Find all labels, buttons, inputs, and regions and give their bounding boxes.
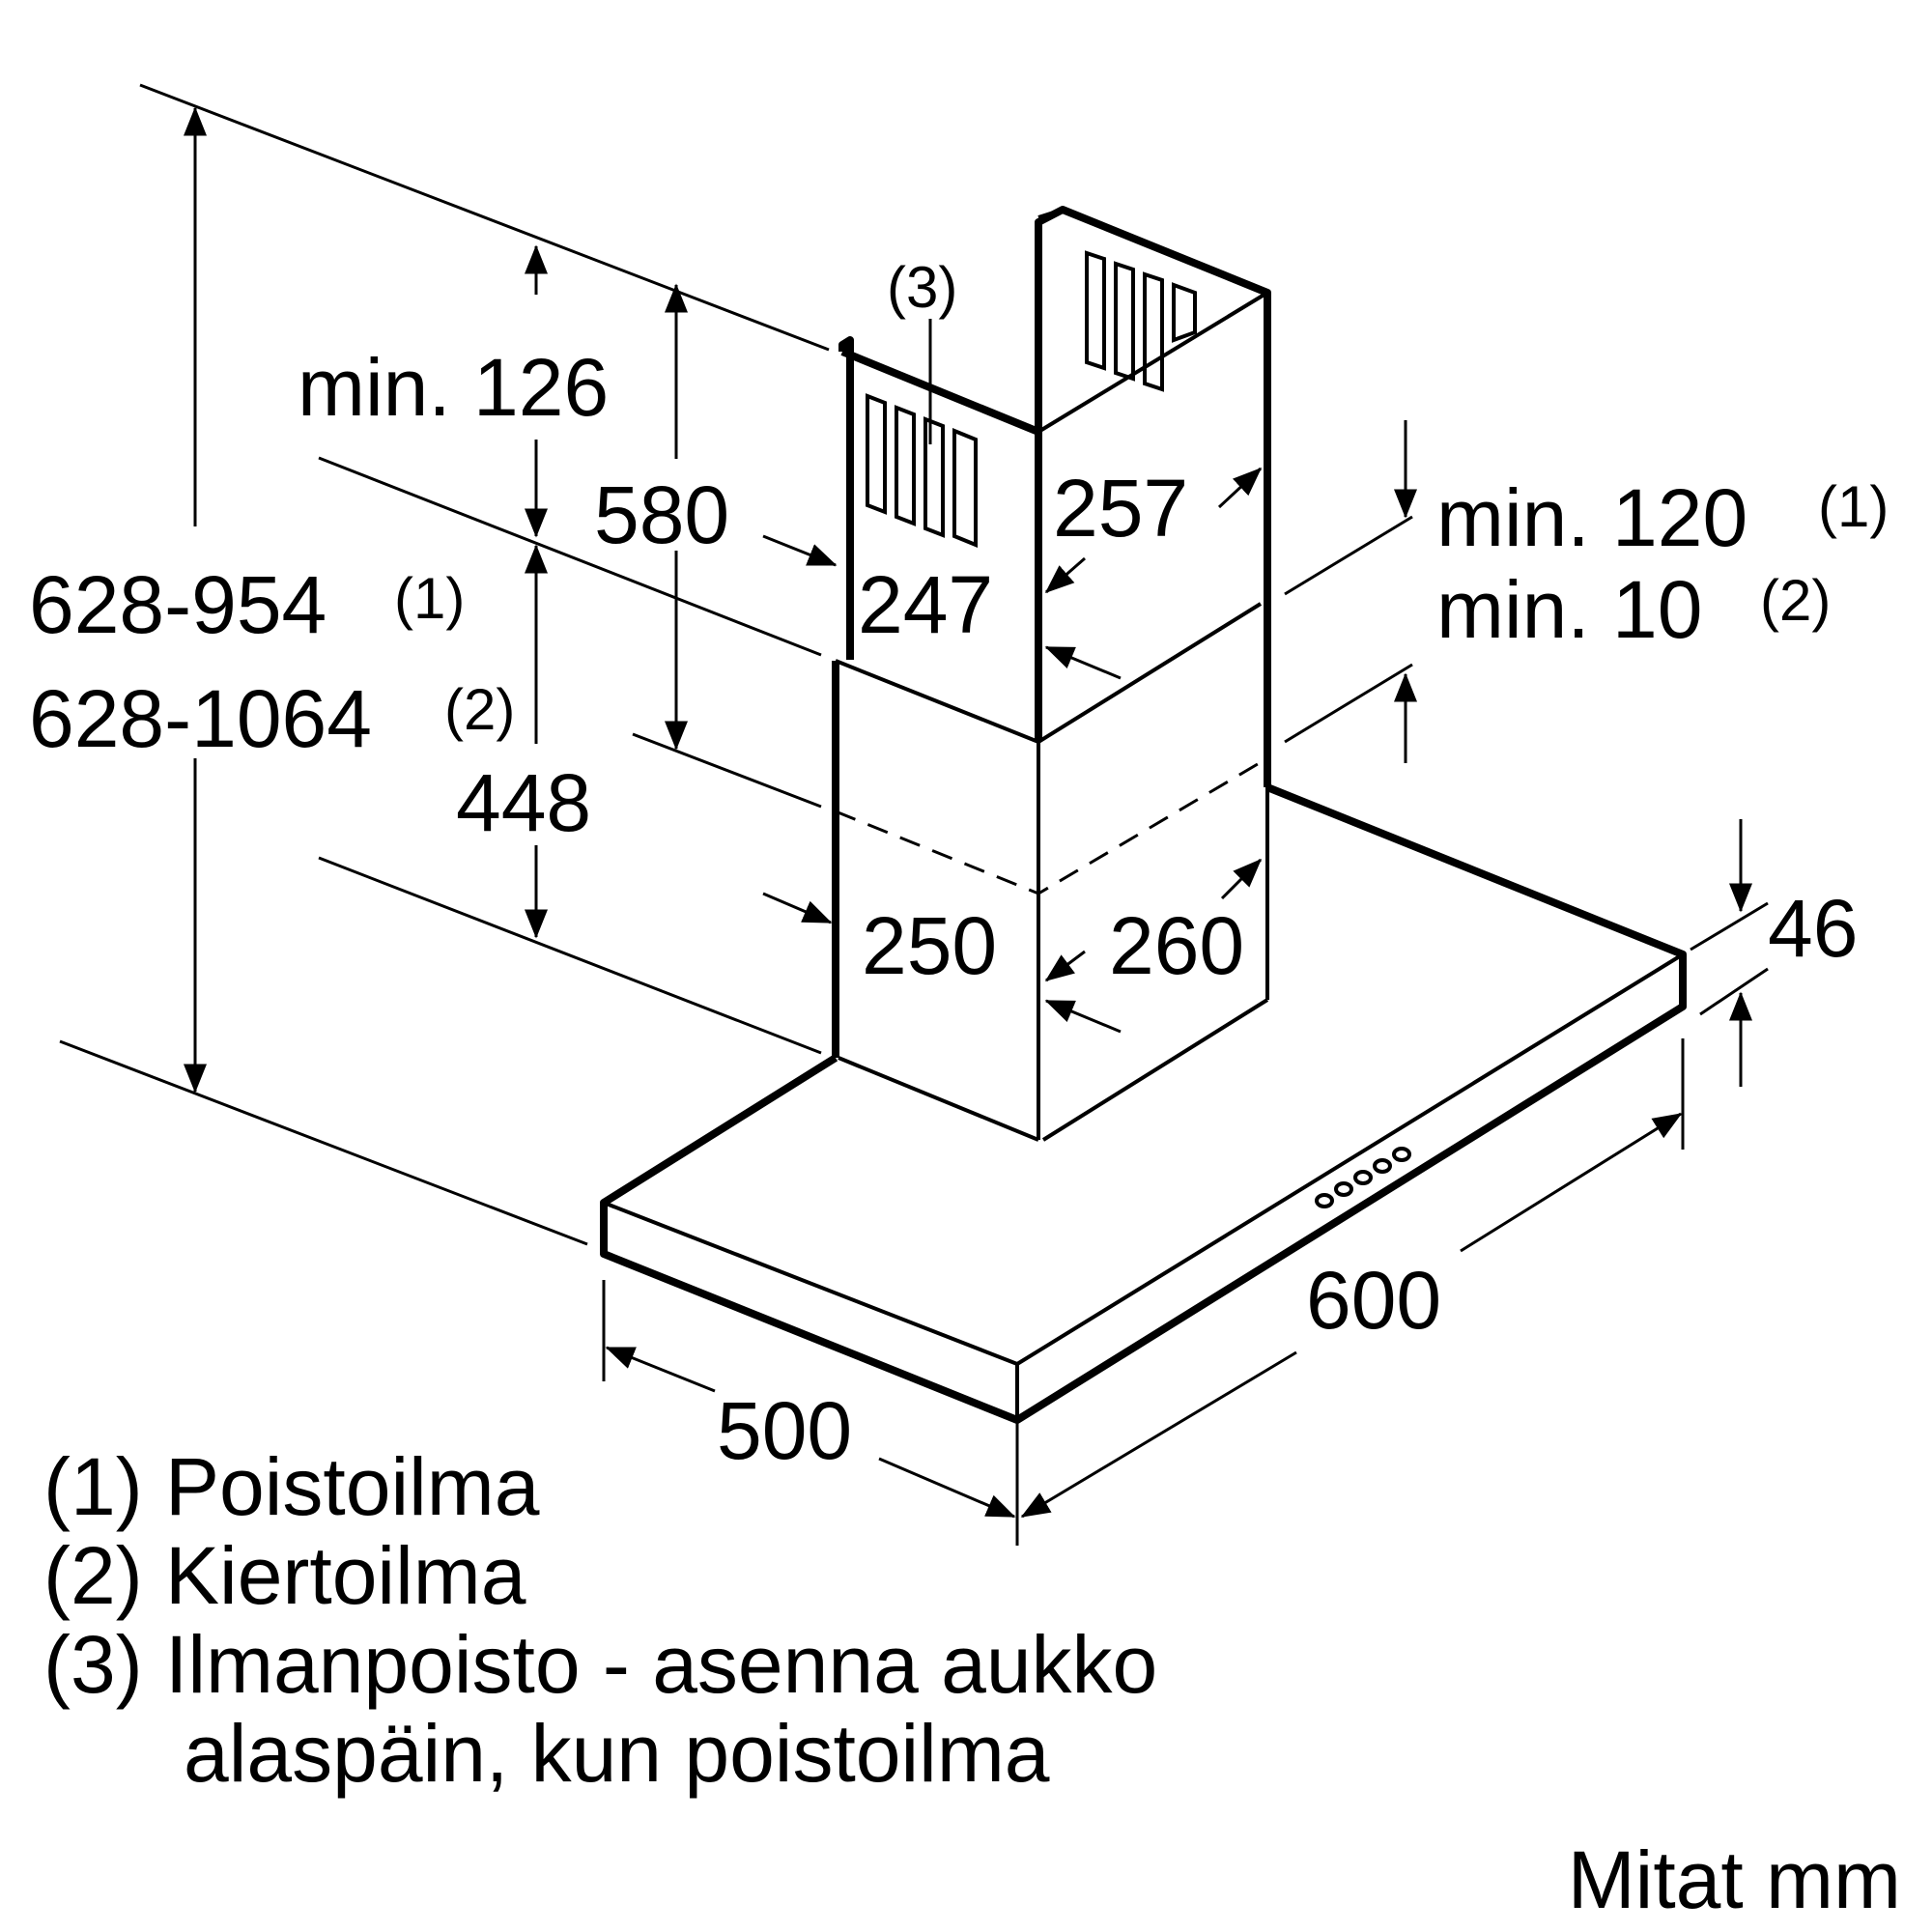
extension-lines: [59, 83, 1769, 1546]
dim-total-height-2: 628-1064: [29, 673, 372, 764]
legend-item-3: (3) Ilmanpoisto - asenna aukko: [43, 1619, 1157, 1710]
dim-total-height-1: 628-954: [29, 559, 327, 650]
legend-item-2: (2) Kiertoilma: [43, 1530, 526, 1621]
dim-lower-depth: 250: [862, 900, 997, 991]
upper-chimney: [838, 206, 1271, 742]
callout-3: (3): [887, 255, 957, 320]
legend: (1) Poistoilma (2) Kiertoilma (3) Ilmanp…: [43, 1441, 1157, 1799]
dim-lower-chimney: 448: [456, 757, 591, 848]
hood-drawing: [600, 206, 1687, 1424]
dim-lower-width: 260: [1109, 900, 1244, 991]
dim-min-10: min. 10: [1436, 564, 1702, 655]
dim-min-120-ref: (1): [1818, 474, 1889, 539]
lower-chimney: [832, 596, 1271, 1142]
dimension-arrows: [184, 106, 1752, 1519]
dim-min-top: min. 126: [298, 342, 609, 433]
dim-min-120: min. 120: [1436, 472, 1747, 563]
legend-item-1: (1) Poistoilma: [43, 1441, 540, 1532]
dimension-labels: 628-954 (1) 628-1064 (2) min. 126 580 44…: [29, 255, 1889, 1476]
dim-canopy-height: 46: [1768, 883, 1858, 974]
dim-canopy-depth: 500: [717, 1385, 852, 1476]
control-knobs: [1315, 1147, 1411, 1208]
dim-upper-chimney: 580: [594, 469, 729, 560]
legend-item-3-continued: alaspäin, kun poistoilma: [184, 1708, 1050, 1799]
dim-upper-width: 257: [1053, 463, 1188, 554]
dim-total-height-2-ref: (2): [444, 677, 515, 742]
dim-min-10-ref: (2): [1760, 568, 1831, 633]
dim-upper-depth: 247: [858, 559, 993, 650]
dim-total-height-1-ref: (1): [394, 566, 465, 631]
vent-grille-front: [866, 393, 978, 548]
dim-canopy-width: 600: [1306, 1255, 1441, 1346]
units-label: Mitat mm: [1568, 1834, 1901, 1925]
canopy: [600, 783, 1687, 1424]
vent-grille-side: [1085, 250, 1197, 392]
